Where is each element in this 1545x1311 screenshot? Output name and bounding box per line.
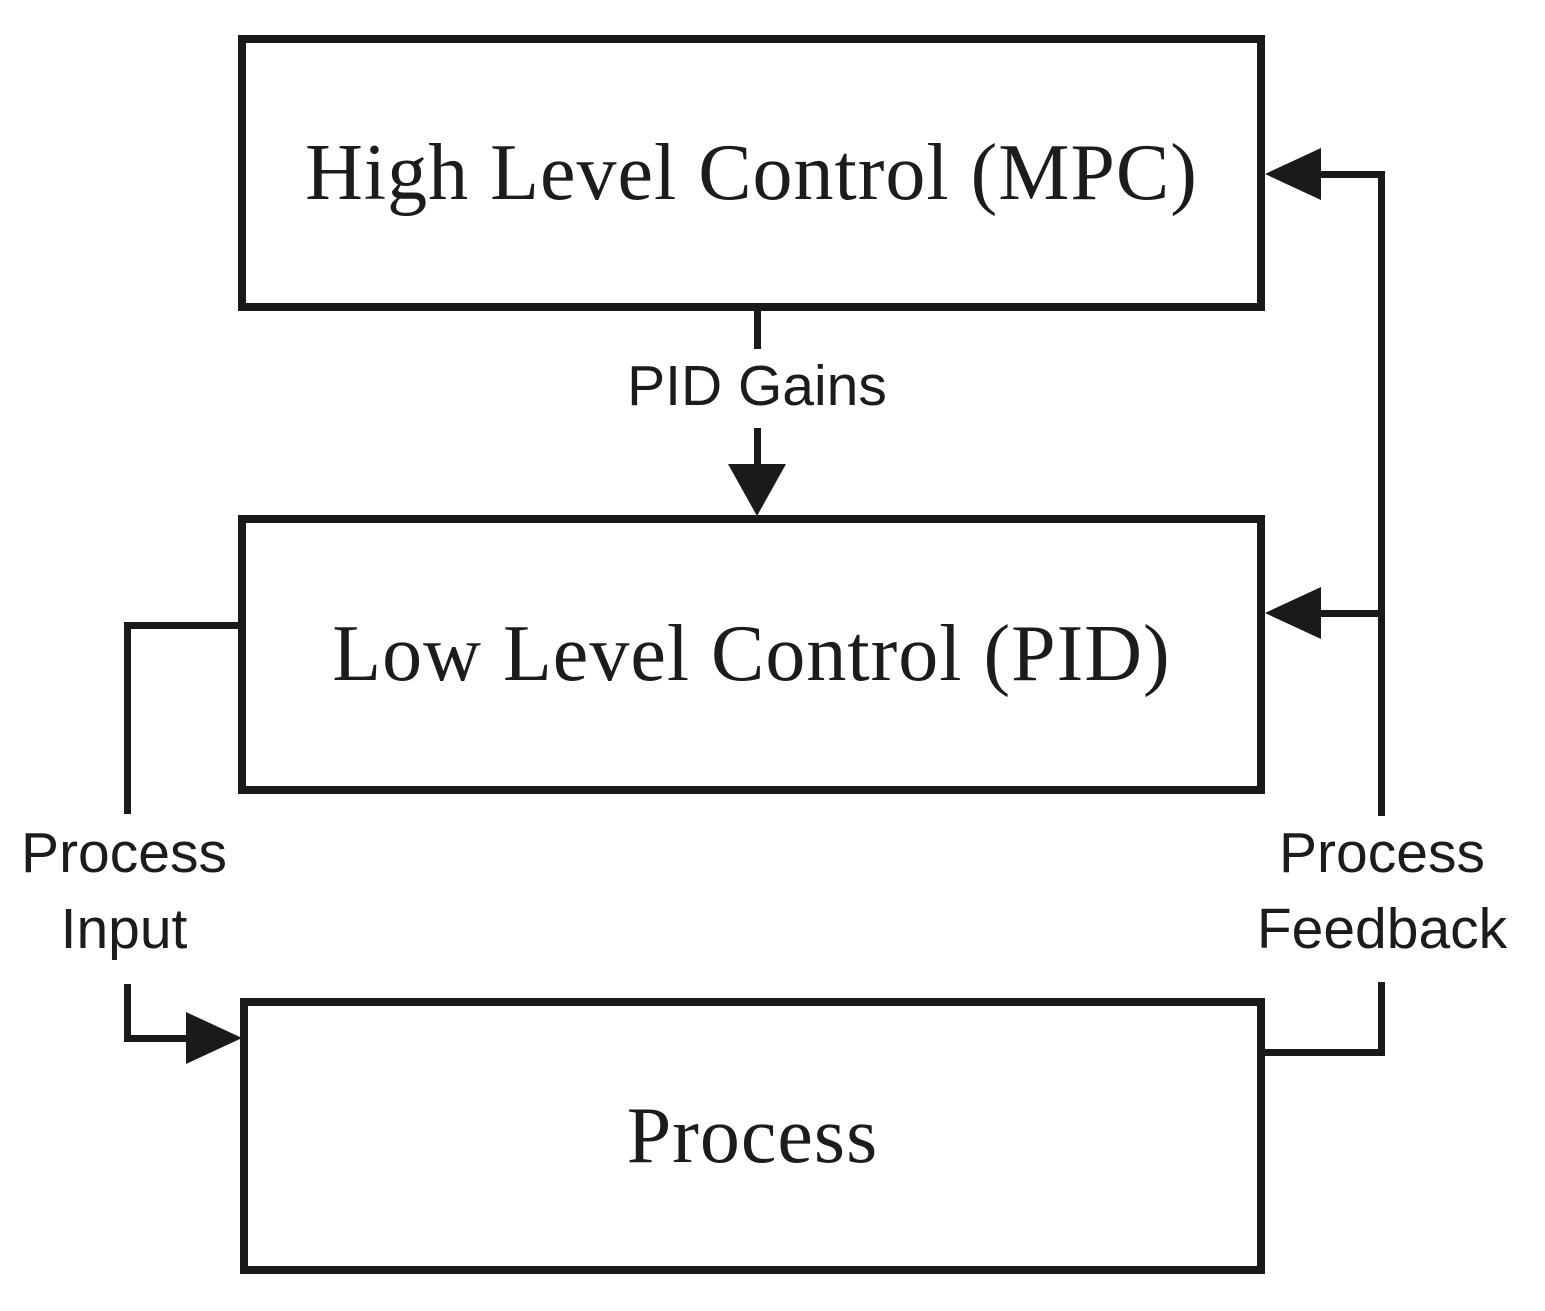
- arrowhead-left-high-icon: [1265, 148, 1321, 200]
- process-input-line-down-lower: [124, 984, 131, 1038]
- high-level-control-box: High Level Control (MPC): [238, 35, 1265, 311]
- process-input-label: Process Input: [21, 816, 227, 968]
- process-box-label: Process: [626, 1091, 879, 1180]
- arrowhead-left-low-icon: [1265, 587, 1321, 639]
- arrowhead-down-icon: [728, 464, 786, 516]
- process-input-label-line1: Process: [21, 821, 227, 885]
- process-feedback-branch-low: [1315, 610, 1383, 617]
- pid-gains-line-lower: [754, 428, 761, 470]
- process-feedback-label-line2: Feedback: [1256, 896, 1508, 961]
- process-feedback-line-exit: [1262, 1049, 1385, 1056]
- high-level-control-label: High Level Control (MPC): [305, 128, 1198, 217]
- pid-gains-label: PID Gains: [627, 354, 887, 418]
- process-feedback-line-up-main: [1378, 171, 1385, 816]
- process-input-line-exit: [124, 622, 245, 629]
- low-level-control-label: Low Level Control (PID): [332, 610, 1171, 698]
- process-feedback-line-up-lower: [1378, 982, 1385, 1056]
- process-input-line-down-upper: [124, 622, 131, 814]
- low-level-control-box: Low Level Control (PID): [238, 515, 1265, 794]
- process-feedback-branch-high: [1315, 171, 1383, 178]
- pid-gains-line-upper: [754, 311, 761, 349]
- process-box: Process: [240, 998, 1265, 1274]
- process-feedback-label: Process Feedback: [1257, 816, 1507, 968]
- arrowhead-right-icon: [186, 1012, 242, 1064]
- process-input-label-line2: Input: [60, 896, 188, 961]
- process-input-line-into-box: [124, 1035, 194, 1042]
- process-feedback-label-line1: Process: [1279, 821, 1485, 885]
